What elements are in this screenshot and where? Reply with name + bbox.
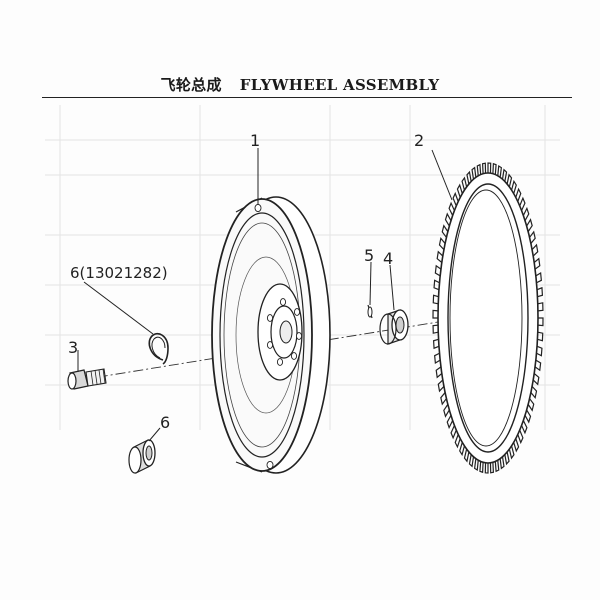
- gear-tooth: [473, 458, 479, 472]
- gear-tooth: [492, 162, 497, 175]
- gear-tooth: [521, 420, 528, 435]
- title-english: FLYWHEEL ASSEMBLY: [239, 76, 440, 94]
- gear-tooth: [532, 373, 540, 386]
- callout-6-part-number: 6(13021282): [70, 264, 168, 282]
- gear-tooth: [527, 398, 535, 412]
- callout-3: 3: [68, 338, 78, 357]
- callout-6-bushing: 6: [160, 413, 170, 432]
- gear-tooth: [506, 173, 513, 188]
- gear-tooth: [459, 442, 466, 457]
- gear-tooth: [537, 302, 544, 312]
- ring-gear: [432, 162, 544, 474]
- bushing: [128, 439, 156, 474]
- callout-1: 1: [250, 131, 260, 150]
- gear-tooth: [436, 250, 444, 263]
- gear-tooth: [526, 218, 533, 232]
- gear-tooth: [517, 429, 524, 445]
- gear-tooth: [461, 176, 468, 191]
- gear-tooth: [535, 271, 542, 284]
- gear-tooth: [452, 191, 459, 207]
- callout-4: 4: [383, 249, 393, 268]
- gear-tooth: [456, 183, 463, 198]
- gear-tooth: [446, 415, 454, 430]
- gear-tooth: [450, 425, 457, 440]
- circlip: [148, 332, 169, 365]
- gear-tooth: [499, 456, 505, 470]
- gear-tooth: [522, 206, 530, 221]
- gear-tooth: [489, 462, 495, 474]
- gear-tooth: [497, 164, 503, 178]
- gear-tooth: [487, 162, 492, 174]
- gear-tooth: [501, 168, 508, 182]
- gear-tooth: [463, 448, 470, 463]
- pilot-bearing: [379, 309, 409, 345]
- gear-tooth: [471, 166, 477, 180]
- gear-tooth: [479, 461, 484, 474]
- gear-tooth: [513, 438, 520, 453]
- callout-5: 5: [364, 246, 374, 265]
- bolt-threads: [90, 368, 106, 386]
- gear-tooth: [434, 352, 441, 365]
- gear-tooth: [435, 366, 443, 379]
- bolt: [67, 368, 107, 390]
- gear-tooth: [476, 163, 482, 176]
- gear-tooth: [468, 454, 475, 468]
- gear-tooth: [444, 212, 452, 227]
- gear-tooth: [443, 404, 450, 418]
- gear-tooth: [504, 451, 510, 466]
- gear-tooth: [531, 243, 539, 257]
- gear-tooth: [481, 162, 487, 174]
- gear-tooth: [536, 345, 543, 357]
- gear-tooth: [432, 324, 439, 334]
- gear-tooth: [494, 460, 500, 473]
- gear-tooth: [433, 279, 440, 291]
- gear-tooth: [438, 236, 446, 251]
- leader-lines: [77, 148, 453, 442]
- gear-tooth: [515, 187, 522, 202]
- gear-tooth: [454, 434, 461, 449]
- gear-tooth: [537, 317, 544, 327]
- gear-tooth: [432, 338, 440, 350]
- gear-tooth: [536, 286, 544, 298]
- gear-tooth: [537, 331, 544, 342]
- gear-tooth: [484, 462, 489, 474]
- dowel-pin: [367, 304, 373, 319]
- gear-tooth: [519, 196, 526, 211]
- gear-tooth: [524, 409, 532, 424]
- gear-tooth: [530, 385, 538, 400]
- gear-tooth: [448, 201, 455, 216]
- gear-tooth: [510, 179, 517, 194]
- title-chinese: 飞轮总成: [160, 76, 222, 94]
- gear-tooth: [508, 445, 515, 460]
- gear-tooth: [432, 309, 439, 319]
- hub-bolt-holes: [266, 298, 303, 366]
- gear-tooth: [432, 294, 439, 305]
- callout-2: 2: [414, 131, 424, 150]
- gear-tooth: [529, 230, 536, 244]
- gear-tooth: [437, 379, 445, 393]
- ring-gear-teeth: [432, 162, 544, 474]
- flywheel: [211, 196, 331, 474]
- gear-tooth: [534, 359, 542, 372]
- page-title: 飞轮总成 FLYWHEEL ASSEMBLY: [0, 74, 600, 95]
- gear-tooth: [440, 392, 447, 406]
- title-underline: [42, 97, 572, 98]
- gear-tooth: [533, 257, 541, 270]
- gear-tooth: [441, 224, 449, 238]
- gear-tooth: [466, 170, 472, 185]
- gear-tooth: [434, 264, 442, 277]
